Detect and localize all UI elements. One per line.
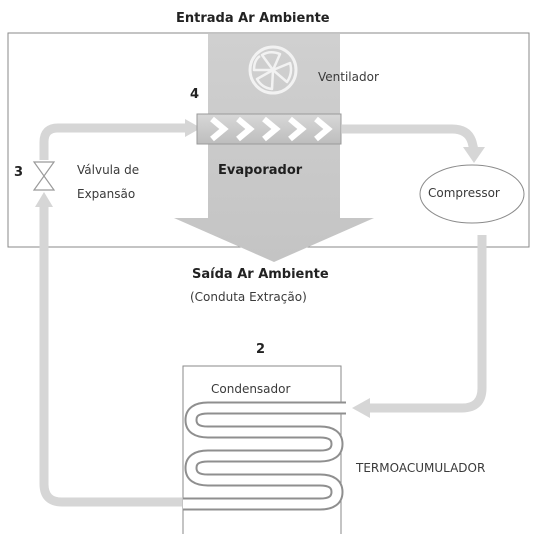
compressor-label: Compressor	[428, 186, 500, 200]
air-outlet-subtitle: (Conduta Extração)	[190, 290, 307, 304]
fan-icon	[248, 45, 298, 95]
valve-label-line2: Expansão	[77, 187, 136, 201]
pipe-arrowhead	[352, 398, 370, 418]
pipe-compressor-to-condenser	[368, 235, 487, 413]
pipe-evaporator-to-compressor	[342, 124, 479, 152]
air-outlet-title: Saída Ar Ambiente	[192, 267, 329, 282]
pipe-arrowhead	[463, 147, 485, 163]
pipe-arrowhead	[185, 119, 201, 137]
condenser-coil-inner	[183, 403, 346, 509]
pipe-valve-to-evaporator	[39, 123, 186, 160]
compressor-shape	[419, 164, 525, 224]
evaporator-number: 4	[190, 87, 200, 102]
tank-label: TERMOACUMULADOR	[356, 461, 486, 475]
expansion-valve-icon	[32, 161, 56, 191]
condenser-label: Condensador	[211, 382, 291, 396]
valve-label-line1: Válvula de	[77, 163, 140, 177]
chevron-icon	[210, 116, 333, 142]
fan-label: Ventilador	[318, 70, 379, 84]
pipe-condenser-to-valve	[39, 205, 182, 507]
air-inlet-title: Entrada Ar Ambiente	[176, 11, 330, 26]
evaporator-label: Evaporador	[218, 163, 303, 178]
pipe-arrowhead	[35, 192, 53, 207]
valve-number: 3	[14, 165, 24, 180]
air-flow-arrow	[174, 34, 374, 262]
condenser-number: 2	[256, 342, 266, 357]
